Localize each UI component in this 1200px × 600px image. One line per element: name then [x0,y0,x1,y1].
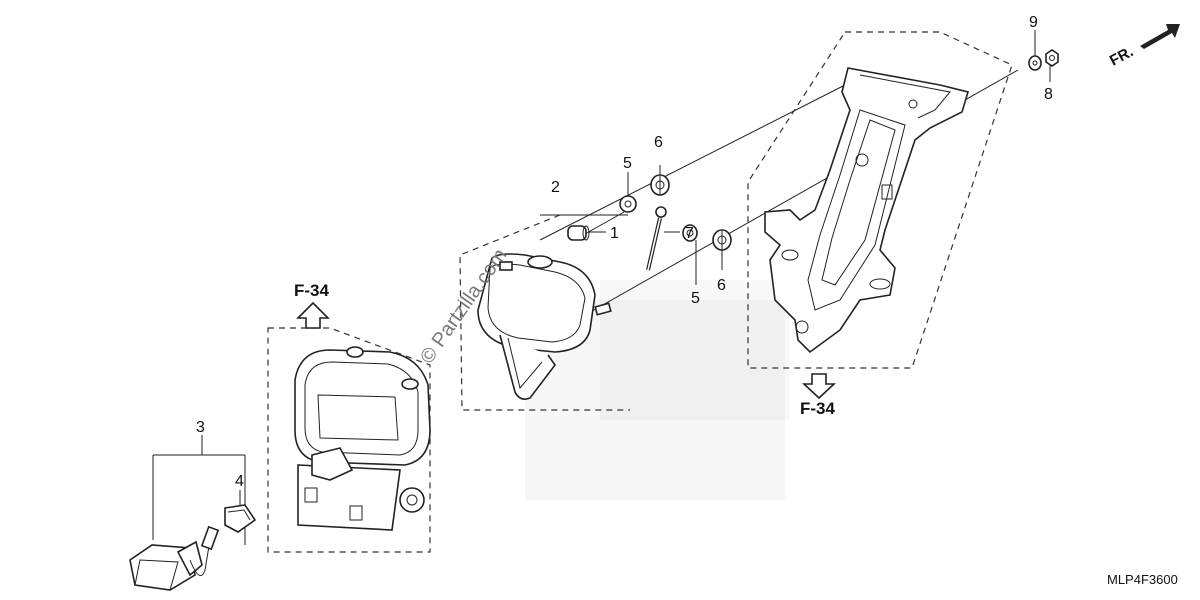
callout-5-lower: 5 [691,290,700,307]
collar-part [567,225,590,241]
nut-part [1045,49,1059,67]
washer-part-lower [682,224,698,242]
washer-part-small [1028,55,1042,71]
callout-7: 7 [685,225,694,242]
lens-group-outline [459,214,630,411]
diagram-code: MLP4F3600 [1107,572,1178,587]
lamp-housing-part [294,346,431,531]
front-direction-label: FR. [1107,43,1136,69]
lamp-body-group-outline [267,327,431,553]
callout-6-upper: 6 [654,134,663,151]
stipple-shadow [525,280,790,500]
washer-part-upper [619,195,637,213]
reference-arrow-left [296,301,330,329]
grommet-part-upper [650,174,670,196]
cap-part [224,504,257,533]
front-direction-arrow-icon [1140,24,1180,49]
reference-label-left: F-34 [294,281,330,300]
grommet-part-lower [712,229,732,251]
callout-5-upper: 5 [623,155,632,172]
callout-8: 8 [1044,86,1053,103]
bolt-part [646,206,667,271]
callout-9: 9 [1029,14,1038,31]
license-bracket-part [764,67,970,354]
reference-label-right: F-34 [800,399,836,418]
callout-2: 2 [551,179,560,196]
callout-1: 1 [610,225,619,242]
bulb-socket-part [129,525,220,591]
callout-3: 3 [196,419,205,436]
lens-assembly-part [477,253,612,400]
callout-4: 4 [235,473,244,490]
reference-arrow-right [801,373,837,400]
callout-6-lower: 6 [717,277,726,294]
